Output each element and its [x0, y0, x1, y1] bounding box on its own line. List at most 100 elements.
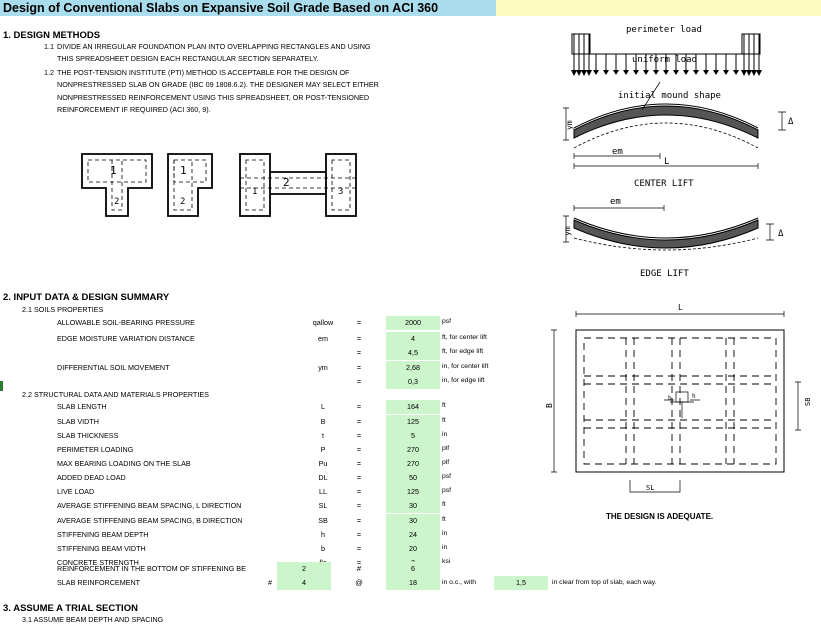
- row-unit: ft: [442, 516, 446, 523]
- row-unit: ft: [442, 402, 446, 409]
- slab-reinf-hash: #: [268, 578, 272, 587]
- slab-reinf-clear[interactable]: 1,5: [494, 576, 548, 590]
- row-label: EDGE MOISTURE VARIATION DISTANCE: [57, 334, 195, 343]
- delta-label-edge: Δ: [778, 229, 784, 239]
- row-label: STIFFENING BEAM VIDTH: [57, 544, 146, 553]
- row-value-input[interactable]: 24: [386, 528, 440, 542]
- row-symbol: B: [320, 417, 326, 426]
- row-label: SLAB VIDTH: [57, 417, 99, 426]
- row-label: ADDED DEAD LOAD: [57, 473, 126, 482]
- item-1-1-line2: THIS SPREADSHEET DESIGN EACH RECTANGULAR…: [57, 54, 319, 63]
- edge-lift-label: EDGE LIFT: [640, 269, 689, 279]
- row-unit: psf: [442, 487, 452, 494]
- row-value-input[interactable]: 2000: [386, 316, 440, 330]
- b-label-plan: b: [668, 395, 672, 402]
- reinf-bottom-count[interactable]: 2: [277, 562, 331, 576]
- row-unit: in: [442, 544, 448, 551]
- row-symbol: h: [321, 530, 325, 539]
- row-unit: plf: [442, 445, 450, 452]
- row-unit: psf: [442, 473, 452, 480]
- slab-reinf-spacing[interactable]: 18: [386, 576, 440, 590]
- edge-lift-diagram: em ym Δ EDGE LIFT: [563, 197, 784, 279]
- SL-label-plan: SL: [646, 484, 654, 492]
- section3-subheading: 3.1 ASSUME BEAM DEPTH AND SPACING: [22, 615, 164, 624]
- foundation-plan-diagram: 1 2 1 2 1 2 3: [81, 153, 357, 217]
- row-symbol: em: [318, 334, 328, 343]
- slab-reinf-label: SLAB REINFORCEMENT: [57, 578, 141, 587]
- slab-reinf-bar[interactable]: 4: [277, 576, 331, 590]
- item-1-1-line1: DIVIDE AN IRREGULAR FOUNDATION PLAN INTO…: [57, 42, 371, 51]
- reinf-bottom-label: REINFORCEMENT IN THE BOTTOM OF STIFFENIN…: [57, 564, 246, 573]
- center-lift-diagram: perimeter load uniform load initial moun…: [563, 25, 794, 189]
- row-equals: =: [356, 348, 362, 357]
- row-symbol: Pu: [318, 459, 328, 468]
- section2-heading: 2. INPUT DATA & DESIGN SUMMARY: [3, 292, 170, 303]
- row-symbol: SB: [318, 516, 328, 525]
- row-equals: =: [356, 377, 362, 386]
- row-label: MAX BEARING LOADING ON THE SLAB: [57, 459, 191, 468]
- plan-label-1c: 1: [252, 187, 257, 197]
- row-unit: plf: [442, 459, 450, 466]
- row-value-input[interactable]: 125: [386, 415, 440, 429]
- row-symbol: LL: [319, 487, 327, 496]
- row-label: PERIMETER LOADING: [57, 445, 134, 454]
- em-label-edge: em: [610, 197, 621, 207]
- row-value-input[interactable]: 0,3: [386, 375, 440, 389]
- row-unit: in, for edge lift: [442, 377, 485, 384]
- em-label-center: em: [612, 147, 623, 157]
- structural-data-subheading: 2.2 STRUCTURAL DATA AND MATERIALS PROPER…: [22, 390, 209, 399]
- row-label: SLAB LENGTH: [57, 402, 107, 411]
- row-label: LIVE LOAD: [57, 487, 95, 496]
- L-label-plan: L: [678, 303, 683, 312]
- row-value-input[interactable]: 30: [386, 499, 440, 513]
- soils-properties-subheading: 2.1 SOILS PROPERTIES: [22, 305, 104, 314]
- row-label: ALLOWABLE SOIL-BEARING PRESSURE: [57, 318, 195, 327]
- row-symbol: L: [321, 402, 325, 411]
- item-1-1-num: 1.1: [44, 42, 54, 51]
- row-equals: =: [356, 530, 362, 539]
- item-1-2-num: 1.2: [44, 68, 54, 77]
- row-equals: =: [356, 445, 362, 454]
- row-label: STIFFENING BEAM DEPTH: [57, 530, 149, 539]
- row-symbol: t: [322, 431, 324, 440]
- row-value-input[interactable]: 50: [386, 471, 440, 485]
- row-value-input[interactable]: 270: [386, 443, 440, 457]
- item-1-2-line4: REINFORCEMENT IF REQUIRED (ACI 360, 9).: [57, 105, 211, 114]
- plan-label-2c: 2: [283, 176, 290, 189]
- row-value-input[interactable]: 164: [386, 400, 440, 414]
- row-value-input[interactable]: 270: [386, 457, 440, 471]
- uniform-load-label: uniform load: [632, 55, 697, 65]
- reinf-bottom-value[interactable]: 6: [386, 562, 440, 576]
- row-marker: [0, 381, 3, 391]
- row-unit: ft: [442, 417, 446, 424]
- slab-reinf-clear-text: in clear from top of slab, each way.: [552, 579, 657, 586]
- row-equals: =: [356, 402, 362, 411]
- row-equals: =: [356, 516, 362, 525]
- row-symbol: DL: [318, 473, 328, 482]
- row-value-input[interactable]: 4: [386, 332, 440, 346]
- row-value-input[interactable]: 4,5: [386, 346, 440, 360]
- section3-heading: 3. ASSUME A TRIAL SECTION: [3, 603, 138, 614]
- initial-mound-label: initial mound shape: [618, 91, 721, 101]
- page-title: Design of Conventional Slabs on Expansiv…: [0, 0, 496, 16]
- row-symbol: P: [320, 445, 326, 454]
- row-value-input[interactable]: 20: [386, 542, 440, 556]
- row-value-input[interactable]: 2,68: [386, 361, 440, 375]
- delta-label-center: Δ: [788, 117, 794, 127]
- row-label: DIFFERENTIAL SOIL MOVEMENT: [57, 363, 170, 372]
- row-symbol: qallow: [312, 318, 334, 327]
- reinf-bottom-hash: #: [356, 564, 362, 573]
- row-value-input[interactable]: 30: [386, 514, 440, 528]
- ym-label-center: ym: [565, 120, 574, 130]
- design-result: THE DESIGN IS ADEQUATE.: [606, 512, 714, 521]
- row-symbol: ym: [318, 363, 328, 372]
- slab-reinf-unit: in o.c., with: [442, 579, 476, 586]
- row-symbol: SL: [318, 501, 328, 510]
- row-equals: =: [356, 334, 362, 343]
- row-value-input[interactable]: 5: [386, 429, 440, 443]
- perimeter-load-label: perimeter load: [626, 25, 702, 35]
- h-label-plan: h: [692, 393, 696, 400]
- L-label-center: L: [664, 157, 669, 167]
- item-1-2-line2: NONPRESTRESSED SLAB ON GRADE (IBC 09 180…: [57, 80, 379, 89]
- row-value-input[interactable]: 125: [386, 485, 440, 499]
